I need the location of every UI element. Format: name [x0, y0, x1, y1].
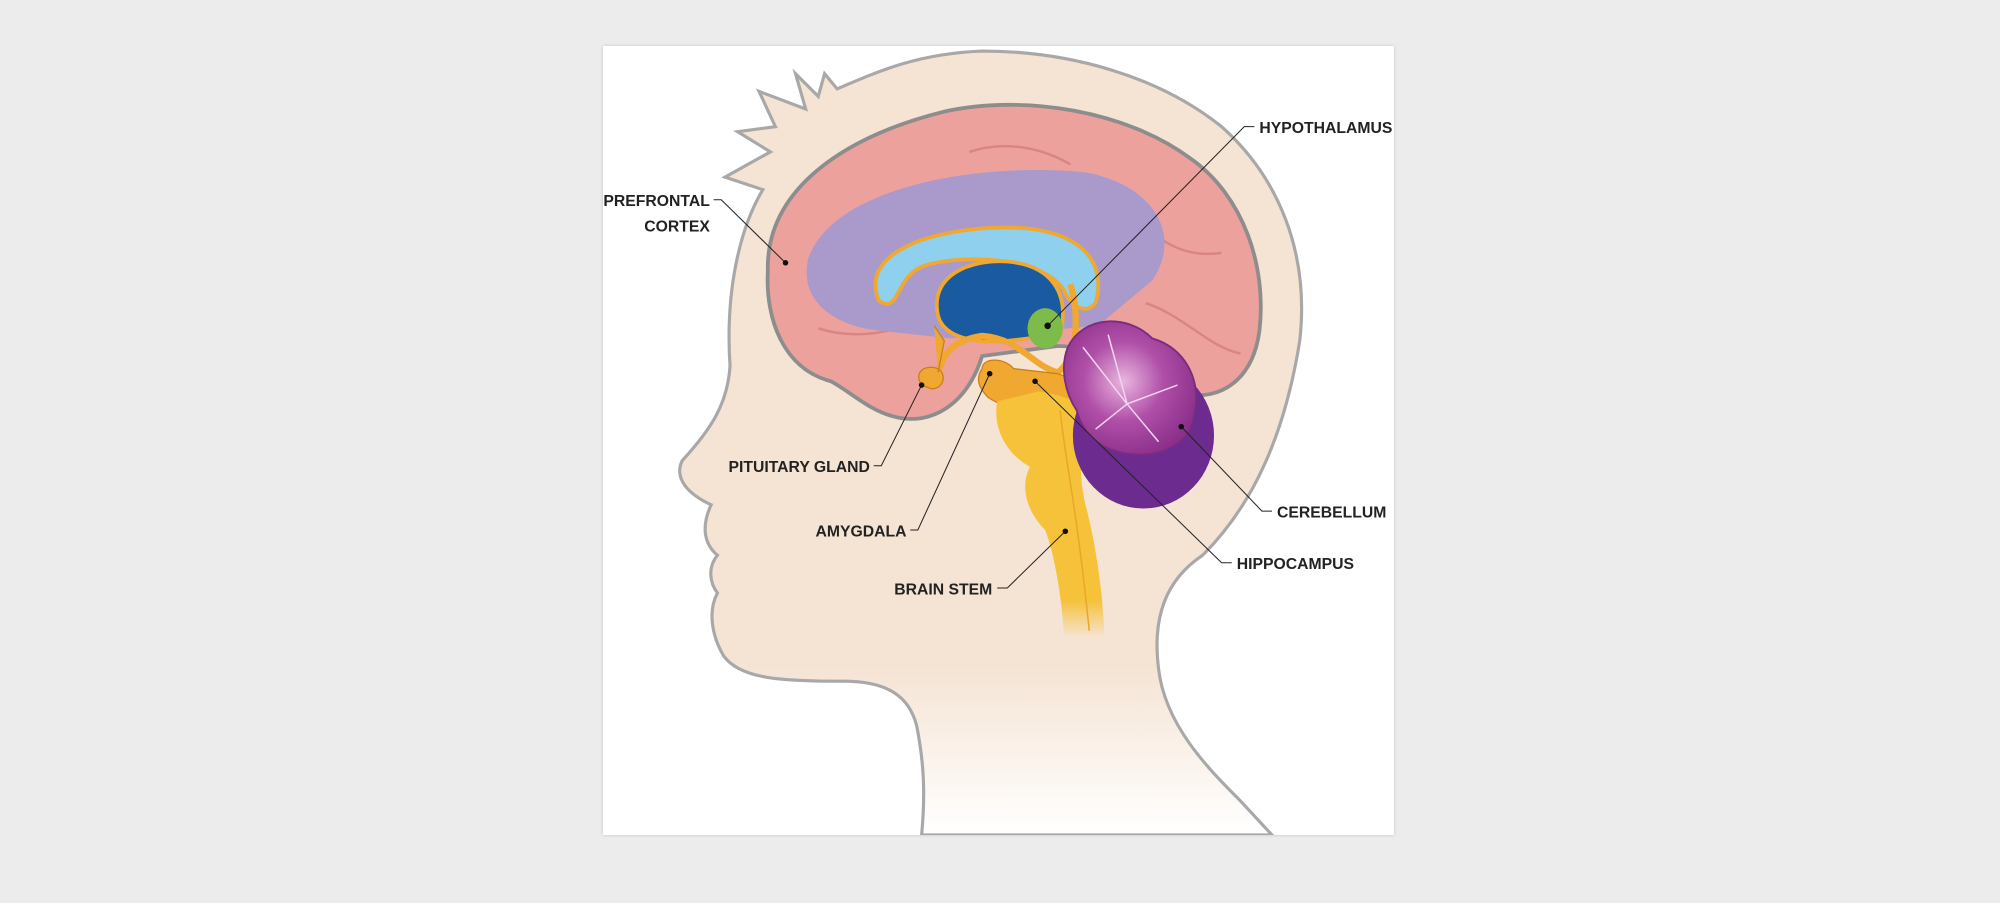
label-hypothalamus: HYPOTHALAMUS [1259, 120, 1392, 137]
corpus-callosum [873, 225, 1101, 311]
label-brain-stem: BRAIN STEM [894, 581, 992, 598]
cerebellum [1063, 320, 1197, 456]
hypothalamus [1027, 308, 1063, 349]
label-pituitary-gland: PITUITARY GLAND [728, 459, 869, 476]
label-prefrontal-cortex-line2: CORTEX [644, 218, 710, 235]
pituitary-gland [918, 325, 945, 390]
label-amygdala: AMYGDALA [815, 523, 906, 540]
label-hippocampus: HIPPOCAMPUS [1237, 556, 1354, 573]
label-leaders [713, 126, 1273, 589]
image-viewer-canvas: PREFRONTAL CORTEX HYPOTHALAMUS PITUITARY… [603, 46, 1394, 835]
label-prefrontal-cortex-line1: PREFRONTAL [603, 193, 710, 210]
label-cerebellum: CEREBELLUM [1277, 504, 1386, 521]
brain-anatomy-diagram: PREFRONTAL CORTEX HYPOTHALAMUS PITUITARY… [603, 49, 1392, 835]
fornix [935, 283, 1079, 376]
